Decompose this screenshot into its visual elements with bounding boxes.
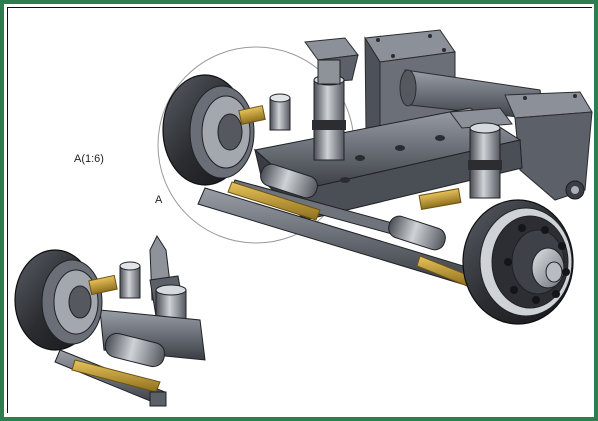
detail-marker-label: A: [155, 194, 163, 206]
brake-chamber-right: [388, 188, 462, 251]
brake-drum-left: [162, 74, 291, 186]
brake-chamber-left: [260, 163, 318, 199]
main-axle-assembly: [162, 29, 593, 325]
detail-scale-label: A(1:6): [74, 153, 104, 165]
brake-rod-left: [227, 181, 321, 221]
shock-absorber-left: [312, 59, 346, 161]
detail-view: [14, 234, 206, 407]
shock-absorber-right: [449, 107, 513, 199]
wheel-hub-right: [462, 199, 574, 325]
border-line-left: [7, 7, 8, 413]
border-line-top: [7, 7, 592, 8]
